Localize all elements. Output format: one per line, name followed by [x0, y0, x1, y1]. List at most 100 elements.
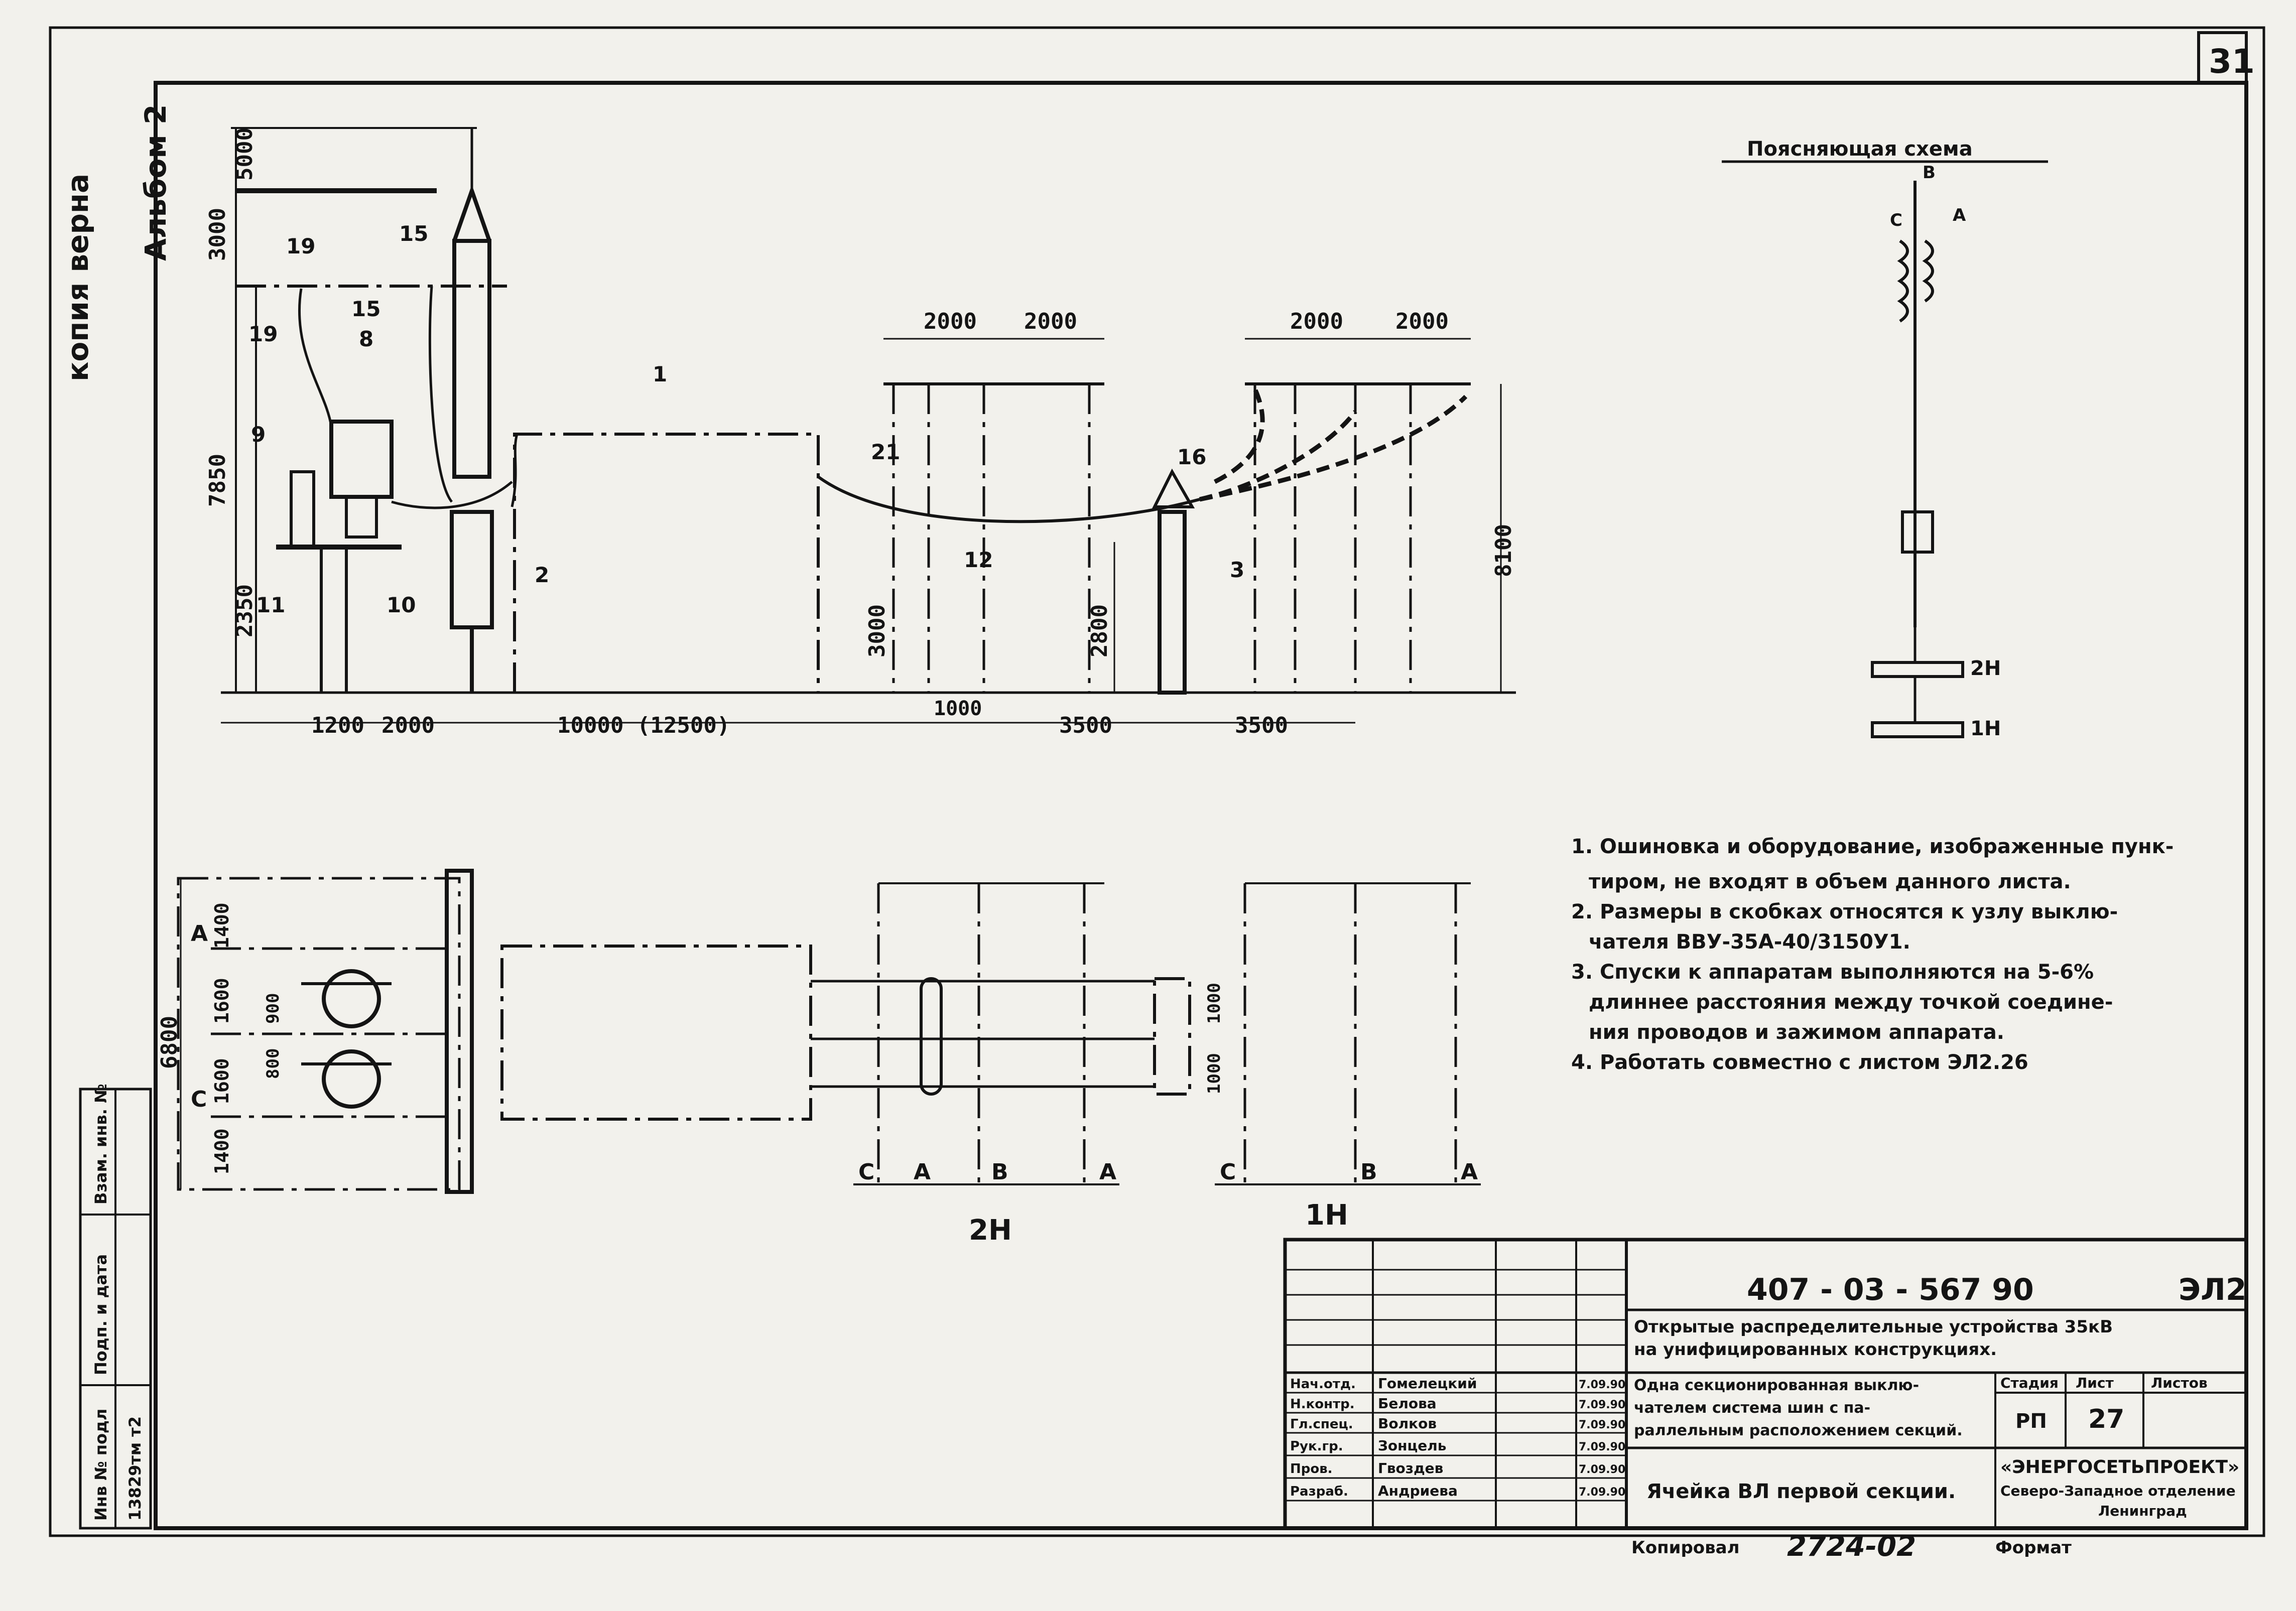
sheet-title-1: Одна секционированная выклю-: [1634, 1377, 1919, 1394]
plan-a: A: [191, 921, 208, 947]
role: Н.контр.: [1290, 1397, 1355, 1412]
dim-bottom-4: 1000: [934, 697, 982, 720]
plan-dim: 900: [263, 993, 283, 1024]
phase-label: A: [914, 1159, 931, 1185]
stamp-sign: Подп. и дата: [91, 1254, 110, 1375]
dim-5000: 5000: [232, 127, 258, 181]
sheet-label: Лист: [2076, 1375, 2114, 1391]
signer: Белова: [1378, 1395, 1437, 1412]
plan-dim: 1000: [1204, 983, 1224, 1024]
callout: 1: [653, 362, 667, 386]
plan-dim: 1000: [1204, 1053, 1224, 1094]
org-name: «ЭНЕРГОСЕТЬПРОЕКТ»: [2000, 1457, 2239, 1478]
sheet-no: 27: [2088, 1404, 2124, 1434]
callout: 9: [251, 422, 266, 447]
dim-8100: 8100: [1491, 524, 1516, 577]
sheet-number: 31: [2209, 42, 2255, 81]
dim-2800: 2800: [1087, 604, 1112, 657]
doc-code: 407 - 03 - 567 90: [1747, 1272, 2034, 1307]
phase-label: A: [1461, 1159, 1478, 1185]
inner-frame: [154, 81, 2248, 1530]
phase-label: C: [1220, 1159, 1236, 1185]
note-line: ния проводов и зажимом аппарата.: [1589, 1021, 2004, 1044]
note-line: тиром, не входят в объем данного листа.: [1589, 870, 2071, 893]
sign-date: 7.09.90: [1579, 1441, 1625, 1453]
stamp-replace: Взам. инв. №: [91, 1084, 110, 1204]
phase-label: B: [991, 1159, 1008, 1185]
bus-label-2h: 2Н: [969, 1214, 1012, 1247]
plan-view: [177, 869, 1481, 1194]
dim-bottom-2: 2000: [381, 713, 435, 738]
sign-date: 7.09.90: [1579, 1463, 1625, 1476]
edge-note: копия верна: [61, 174, 95, 381]
album-label: Альбом 2: [139, 104, 173, 261]
dim-bottom-6: 3500: [1235, 713, 1288, 738]
plan-dim-6800: 6800: [157, 1016, 182, 1069]
callout: 10: [387, 593, 416, 617]
outer-frame: [49, 26, 2265, 1537]
bus-label-1h: 1Н: [1305, 1199, 1348, 1232]
signer: Андриева: [1378, 1483, 1458, 1499]
dim-bottom-5: 3500: [1059, 713, 1112, 738]
stamp-inv: Инв № подл: [91, 1409, 110, 1521]
callout: 2: [535, 563, 549, 587]
project-line-2: на унифицированных конструкциях.: [1634, 1339, 1997, 1360]
plan-dim: 1400: [211, 902, 233, 949]
role: Нач.отд.: [1290, 1377, 1356, 1392]
dim-span-2: 2000: [1024, 309, 1077, 334]
callout: 19: [286, 234, 315, 258]
phase-label: B: [1360, 1159, 1377, 1185]
org-branch: Северо-Западное отделение: [2000, 1483, 2236, 1499]
dim-span-3: 2000: [1290, 309, 1343, 334]
explanatory-scheme: [1722, 160, 2048, 738]
explanatory-1h: 1Н: [1970, 717, 2001, 740]
note-line: 3. Спуски к аппаратам выполняются на 5-6…: [1571, 961, 2094, 984]
callout: 19: [248, 322, 278, 346]
sheets-label: Листов: [2151, 1375, 2208, 1391]
callout: 15: [351, 297, 380, 321]
callout: 3: [1230, 558, 1244, 582]
role: Разраб.: [1290, 1484, 1348, 1499]
note-line: 1. Ошиновка и оборудование, изображенные…: [1571, 835, 2174, 858]
dim-3000-top: 3000: [205, 208, 230, 261]
callout: 12: [964, 548, 993, 572]
sign-date: 7.09.90: [1579, 1419, 1625, 1431]
callout: 11: [256, 593, 285, 617]
note-line: длиннее расстояния между точкой соедине-: [1589, 991, 2113, 1014]
sheet-title-2: чателем система шин с па-: [1634, 1399, 1870, 1417]
notes-block: 1. Ошиновка и оборудование, изображенные…: [1571, 835, 2174, 1074]
dim-bottom-1: 1200: [311, 713, 364, 738]
org-city: Ленинград: [2098, 1503, 2187, 1519]
callout: 15: [399, 221, 428, 246]
copy-number: 2724-02: [1787, 1530, 1916, 1563]
signer: Зонцель: [1378, 1437, 1446, 1454]
signer: Гвоздев: [1378, 1460, 1443, 1476]
stage-label: Стадия: [2000, 1375, 2059, 1391]
format-label: Формат: [1995, 1538, 2072, 1558]
role: Пров.: [1290, 1461, 1333, 1476]
dim-bottom-3: 10000 (12500): [557, 713, 730, 738]
drawing-name: Ячейка ВЛ первой секции.: [1646, 1480, 1956, 1503]
explanatory-title: Поясняющая схема: [1747, 138, 1973, 161]
plan-dim: 1600: [211, 978, 233, 1024]
title-block: [1283, 1238, 2248, 1530]
sign-date: 7.09.90: [1579, 1379, 1625, 1391]
signer: Гомелецкий: [1378, 1375, 1477, 1392]
note-line: 2. Размеры в скобках относятся к узлу вы…: [1571, 900, 2118, 923]
sign-date: 7.09.90: [1579, 1486, 1625, 1499]
explanatory-phase-b: В: [1923, 163, 1936, 183]
sign-date: 7.09.90: [1579, 1399, 1625, 1411]
dim-span-4: 2000: [1395, 309, 1449, 334]
dim-7850: 7850: [205, 454, 230, 507]
stamp-value: 13829тм т2: [125, 1416, 145, 1521]
plan-c: C: [191, 1087, 207, 1112]
copied-label: Копировал: [1631, 1538, 1740, 1558]
dim-3000: 3000: [864, 604, 890, 657]
callout: 8: [359, 327, 373, 351]
dim-2350: 2350: [232, 584, 258, 637]
callout: 16: [1177, 445, 1206, 469]
plan-dim: 1400: [211, 1128, 233, 1174]
note-line: 4. Работать совместно с листом ЭЛ2.26: [1571, 1051, 2028, 1074]
